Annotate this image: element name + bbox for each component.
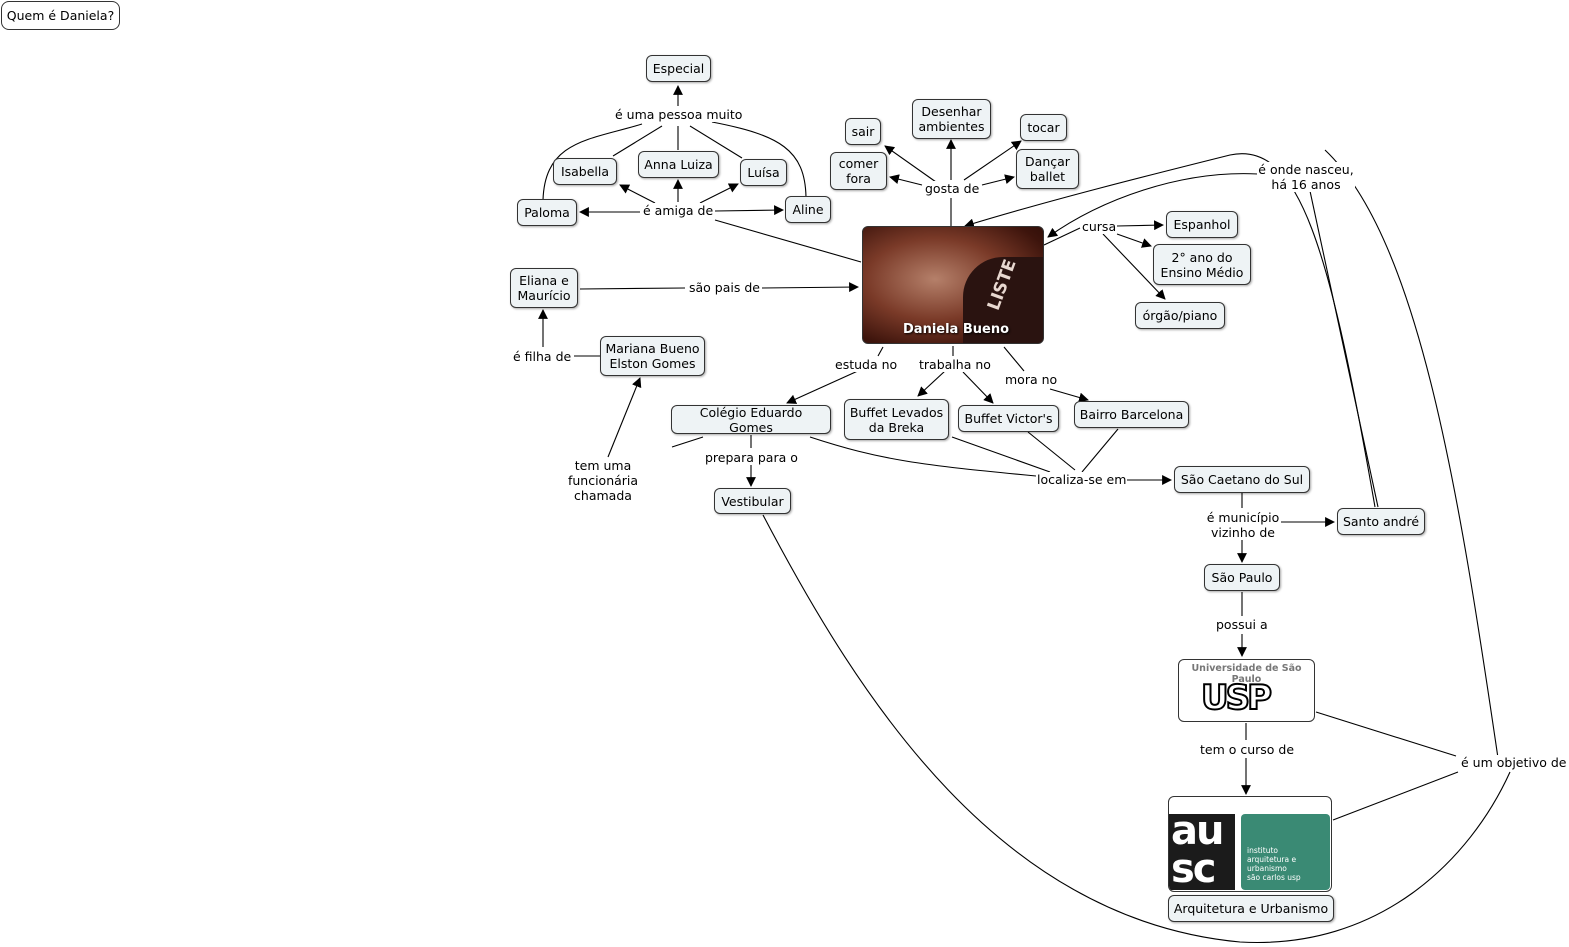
node-mariana-elston[interactable]: Mariana Bueno Elston Gomes [600,336,705,376]
node-sao-caetano[interactable]: São Caetano do Sul [1174,466,1310,493]
node-isabella[interactable]: Isabella [553,158,617,185]
node-espanhol[interactable]: Espanhol [1166,211,1238,238]
label-pessoa-muito: é uma pessoa muito [614,107,744,122]
iau-dark-block: au sc [1169,808,1235,892]
node-colegio[interactable]: Colégio Eduardo Gomes [671,405,831,435]
iau-green-block: instituto arquitetura e urbanismo são ca… [1241,814,1330,890]
node-orgao-piano[interactable]: órgão/piano [1135,302,1225,329]
iau-text: instituto arquitetura e urbanismo são ca… [1247,846,1301,882]
node-arquitetura-urbanismo[interactable]: Arquitetura e Urbanismo [1168,895,1334,922]
node-paloma[interactable]: Paloma [517,199,577,226]
node-dancar-ballet[interactable]: Dançar ballet [1016,149,1079,189]
node-tocar[interactable]: tocar [1020,114,1067,141]
node-buffet-victors[interactable]: Buffet Victor's [958,405,1059,432]
node-iau-logo[interactable]: au sc instituto arquitetura e urbanismo … [1168,796,1332,892]
node-comer-fora[interactable]: comer fora [830,152,887,190]
label-tem-curso: tem o curso de [1199,742,1296,757]
label-amiga-de: é amiga de [642,203,715,218]
usp-logo-icon: USP [1200,677,1273,719]
label-filha-de: é filha de [512,349,573,364]
center-caption: Daniela Bueno [903,322,1010,337]
node-sao-paulo[interactable]: São Paulo [1204,564,1280,591]
label-localiza-se: localiza-se em [1036,472,1128,487]
label-cursa: cursa [1081,219,1118,234]
node-anna-luiza[interactable]: Anna Luiza [638,151,719,178]
node-santo-andre[interactable]: Santo andré [1337,508,1425,535]
node-eliana-mauricio[interactable]: Eliana e Maurício [510,268,578,308]
node-especial[interactable]: Especial [646,55,711,82]
shirt-shape [963,257,1043,343]
center-photo-daniela[interactable]: LISTE Daniela Bueno [862,226,1044,344]
label-funcionaria: tem uma funcionária chamada [538,458,668,503]
node-vestibular[interactable]: Vestibular [714,488,791,514]
label-prepara-para: prepara para o [704,450,799,465]
node-aline[interactable]: Aline [785,196,831,223]
node-desenhar-ambientes[interactable]: Desenhar ambientes [912,99,991,139]
map-title: Quem é Daniela? [1,1,120,30]
usp-title: Universidade de São Paulo [1191,663,1302,685]
label-mora-no: mora no [1004,372,1059,387]
node-bairro-barcelona[interactable]: Bairro Barcelona [1074,401,1189,428]
node-sair[interactable]: sair [845,118,881,145]
label-onde-nasceu: é onde nasceu, há 16 anos [1257,162,1355,192]
label-trabalha-no: trabalha no [918,357,992,372]
node-buffet-levados[interactable]: Buffet Levados da Breka [844,399,949,440]
label-objetivo-de: é um objetivo de [1460,755,1568,770]
label-gosta-de: gosta de [924,181,981,196]
node-luisa[interactable]: Luísa [740,159,787,186]
label-estuda-no: estuda no [834,357,899,372]
node-ensino-medio[interactable]: 2° ano do Ensino Médio [1153,244,1251,285]
label-municipio-vizinho: é município vizinho de [1205,510,1281,540]
node-usp-logo[interactable]: Universidade de São Paulo USP [1178,659,1315,722]
label-pais-de: são pais de [688,280,761,295]
iau-au-glyph: au sc [1171,808,1224,892]
label-possui-a: possui a [1215,617,1269,632]
